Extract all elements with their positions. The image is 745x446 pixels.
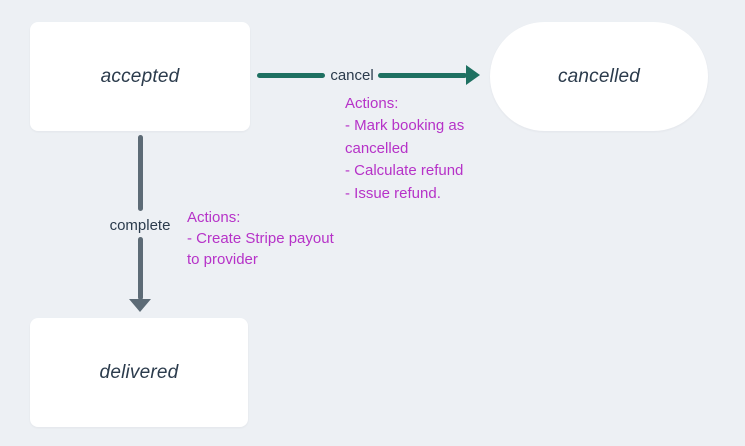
- cancel-arrowhead-icon: [466, 65, 480, 85]
- state-node-accepted: accepted: [30, 22, 250, 131]
- state-node-cancelled: cancelled: [490, 22, 708, 131]
- actions-line: cancelled: [345, 139, 409, 157]
- complete-edge-segment-bottom: [138, 237, 143, 300]
- state-label-cancelled: cancelled: [557, 65, 641, 87]
- complete-edge-label: complete: [109, 217, 171, 234]
- complete-actions-note: Actions: - Create Stripe payout to provi…: [187, 208, 334, 270]
- cancel-edge-label: cancel: [330, 67, 374, 84]
- actions-line: to provider: [187, 250, 258, 268]
- actions-line: - Mark booking as: [345, 117, 465, 135]
- cancel-actions-note: Actions: - Mark booking as cancelled - C…: [345, 93, 464, 205]
- actions-line: - Calculate refund: [345, 162, 464, 180]
- actions-line: - Issue refund.: [345, 184, 441, 202]
- state-label-accepted: accepted: [100, 65, 180, 87]
- actions-line: Actions:: [345, 95, 399, 112]
- actions-line: - Create Stripe payout: [187, 229, 334, 247]
- cancel-edge-segment-left: [257, 73, 325, 78]
- state-node-delivered: delivered: [30, 318, 248, 427]
- actions-line: Actions:: [187, 209, 241, 226]
- cancel-edge-segment-right: [378, 73, 467, 78]
- complete-arrowhead-icon: [129, 299, 151, 312]
- complete-edge-segment-top: [138, 135, 143, 211]
- state-label-delivered: delivered: [99, 361, 179, 383]
